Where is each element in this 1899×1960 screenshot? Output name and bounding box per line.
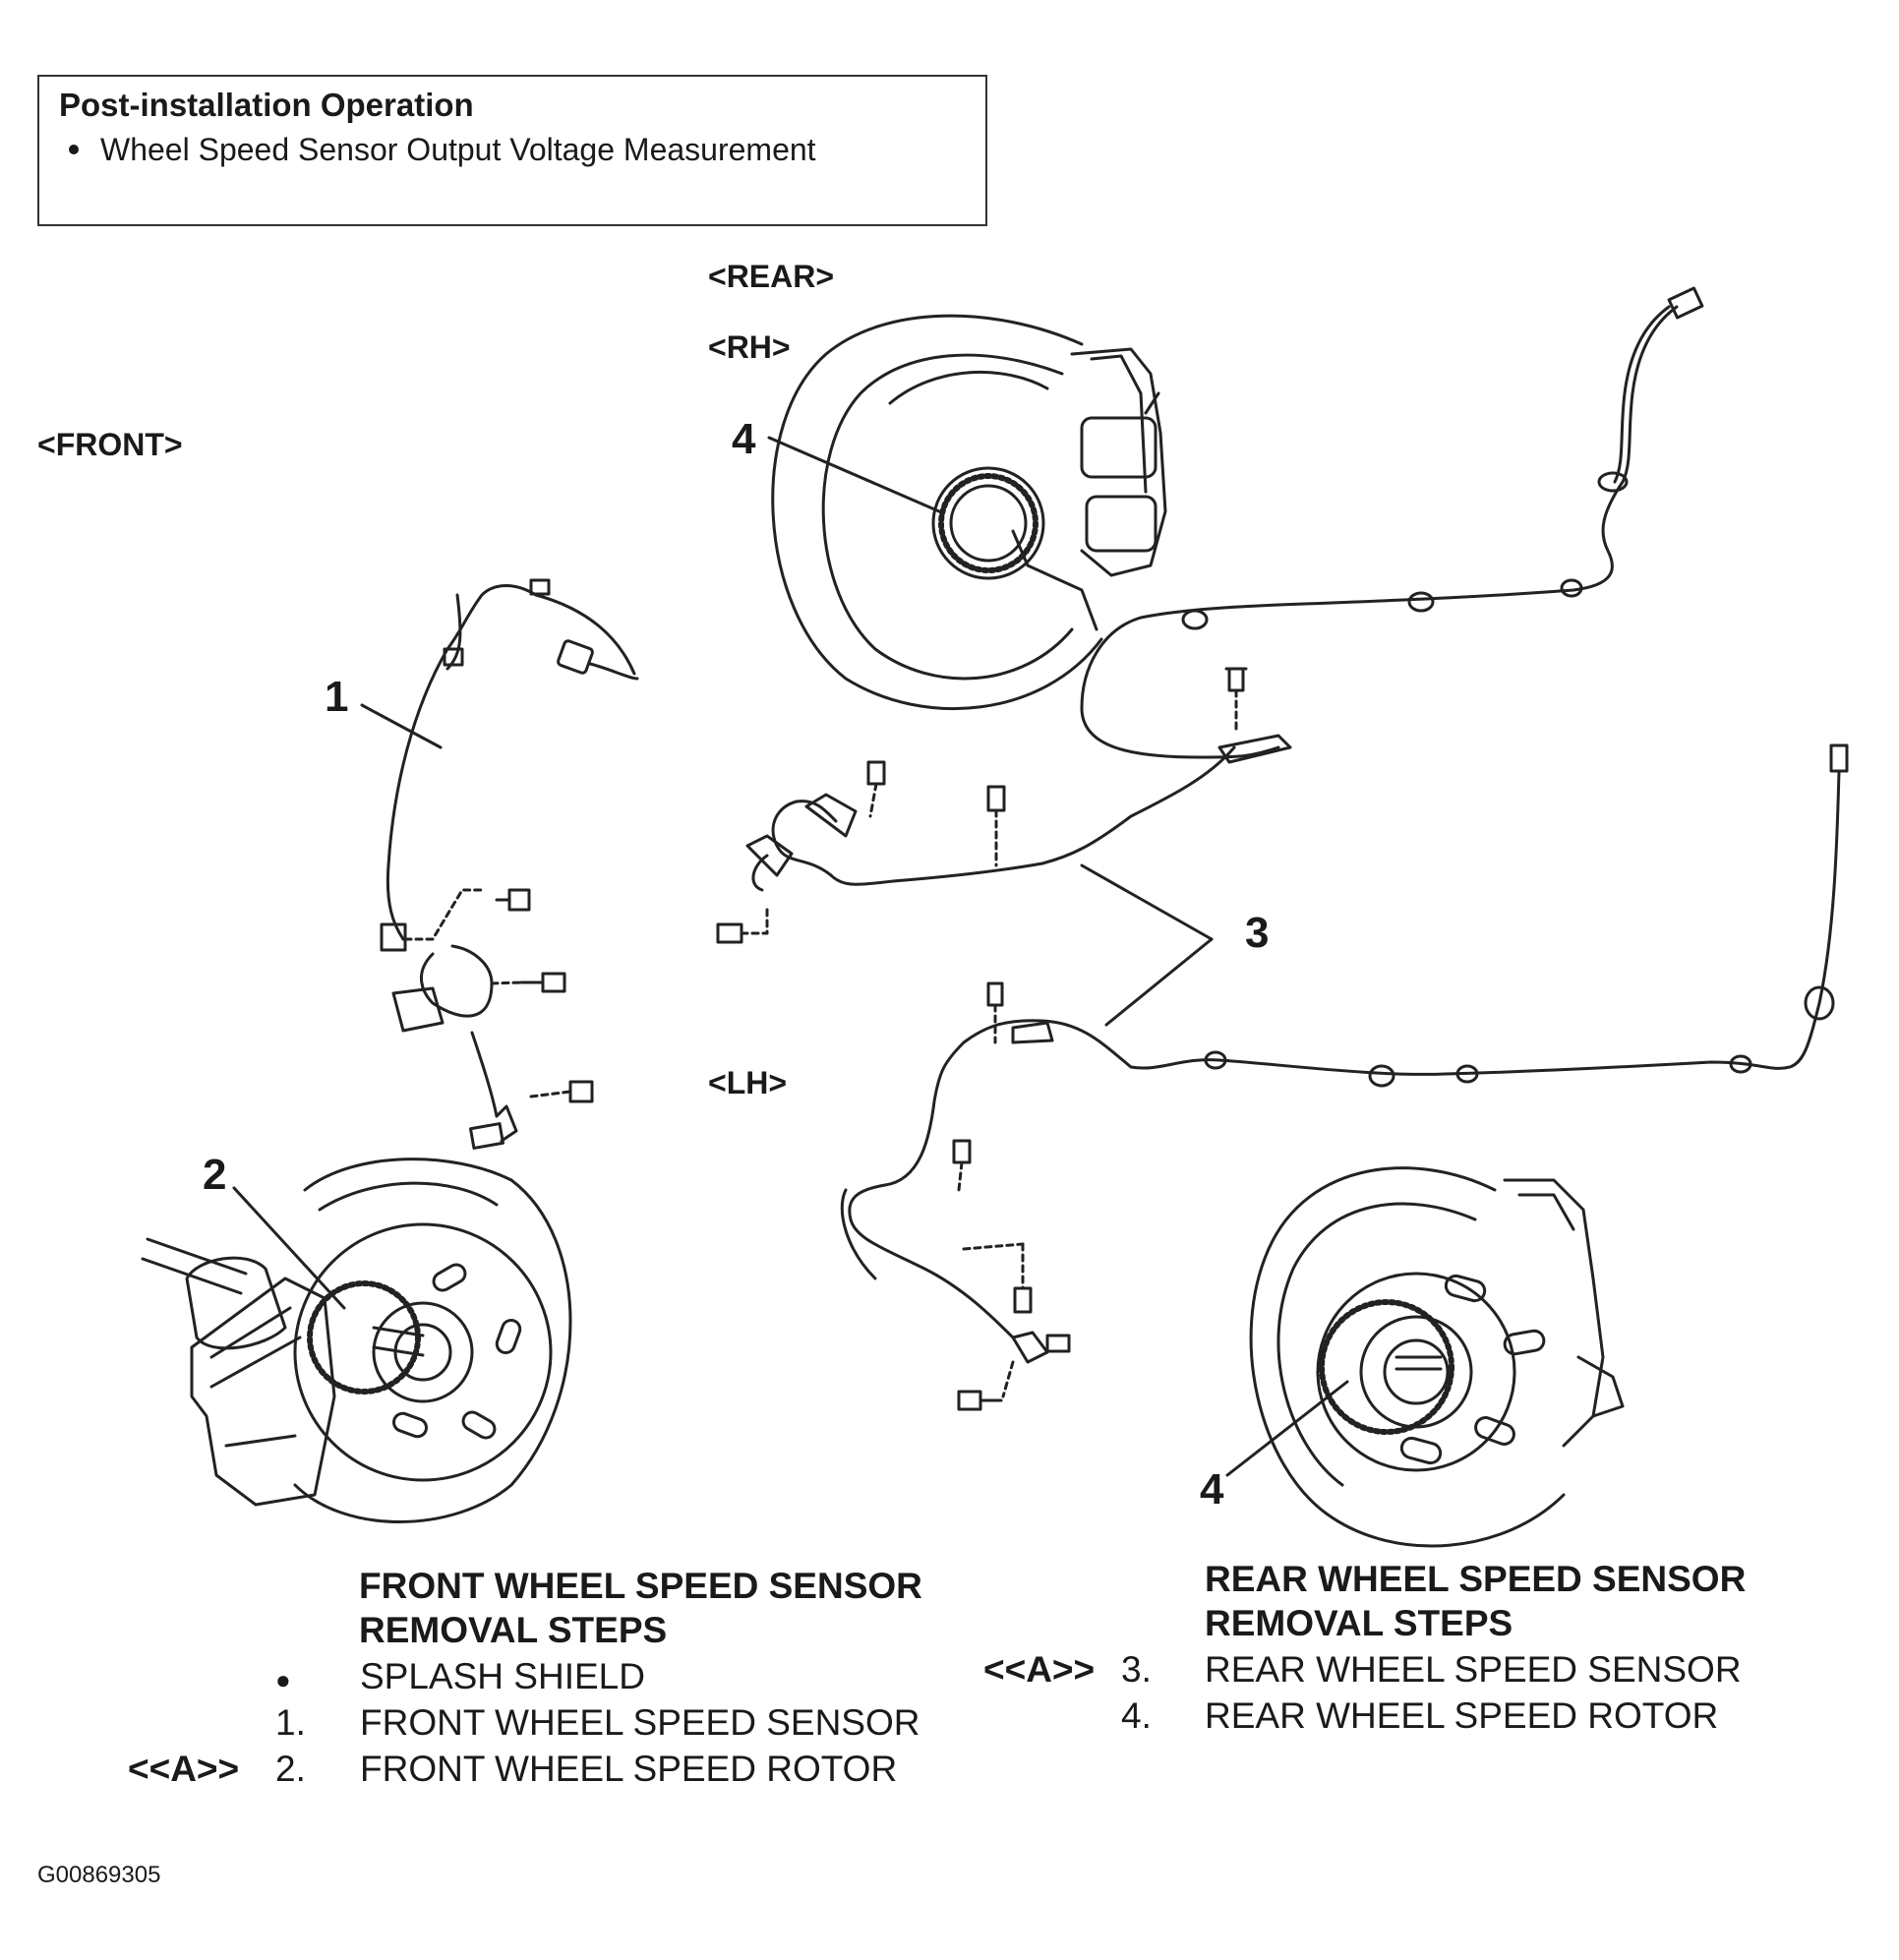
front-steps-title-line1: FRONT WHEEL SPEED SENSOR [359,1566,922,1606]
post-installation-item-text: Wheel Speed Sensor Output Voltage Measur… [100,132,816,167]
post-installation-box: Post-installation Operation Wheel Speed … [37,75,987,226]
rear-sensor-lh-harness [840,743,1849,1411]
rear-steps-title: REAR WHEEL SPEED SENSOR REMOVAL STEPS [1205,1557,1746,1645]
front-hub-assembly [141,1158,572,1523]
rear-step-row: 4. REAR WHEEL SPEED ROTOR [983,1693,1718,1738]
step-marker: <<A>> [128,1749,240,1789]
step-marker: <<A>> [983,1649,1096,1690]
step-number: 4. [1121,1695,1152,1736]
rear-lh-assembly [1249,1166,1625,1548]
rear-rotor-rh-outer [931,466,1045,580]
callout-3: 3 [1245,909,1270,957]
leader-line-3a [1080,863,1214,941]
bolt-icon [507,888,531,912]
front-step-row: ● SPLASH SHIELD [128,1654,645,1702]
callout-4-lh: 4 [1200,1465,1224,1514]
step-number: 3. [1121,1649,1152,1690]
step-text: FRONT WHEEL SPEED ROTOR [360,1749,898,1789]
step-number: 2. [275,1749,306,1789]
front-steps-title: FRONT WHEEL SPEED SENSOR REMOVAL STEPS [359,1564,922,1652]
bolt-icon [716,922,743,944]
callout-2: 2 [203,1151,227,1199]
front-step-row: <<A>> 2. FRONT WHEEL SPEED ROTOR [128,1747,897,1791]
view-label-front: <FRONT> [37,427,183,462]
rear-steps-title-line1: REAR WHEEL SPEED SENSOR [1205,1559,1747,1599]
step-text: REAR WHEEL SPEED ROTOR [1205,1695,1719,1736]
leader-line-3b [1104,937,1214,1027]
leader-line-4-lh [1225,1380,1349,1477]
bullet-icon [69,144,79,154]
rear-step-row: <<A>> 3. REAR WHEEL SPEED SENSOR [983,1647,1742,1692]
post-installation-item: Wheel Speed Sensor Output Voltage Measur… [59,132,966,168]
leader-line-2 [232,1186,346,1310]
step-number: ● [275,1665,291,1694]
view-label-rh: <RH> [708,329,791,365]
view-label-rear: <REAR> [708,259,835,294]
rear-sensor-rh-harness [716,286,1704,944]
front-sensor-harness [380,578,639,1150]
view-label-lh: <LH> [708,1065,788,1100]
figure-code: G00869305 [37,1862,161,1888]
front-step-row: 1. FRONT WHEEL SPEED SENSOR [128,1700,920,1745]
step-text: SPLASH SHIELD [360,1656,645,1696]
step-number: 1. [275,1702,306,1743]
leader-line-1 [360,703,443,749]
callout-1: 1 [325,673,349,721]
front-steps-title-line2: REMOVAL STEPS [359,1610,668,1650]
post-installation-title: Post-installation Operation [59,87,474,123]
step-text: FRONT WHEEL SPEED SENSOR [360,1702,920,1743]
rear-rh-assembly [771,314,1167,711]
callout-4-rh: 4 [732,415,756,463]
step-text: REAR WHEEL SPEED SENSOR [1205,1649,1742,1690]
rear-steps-title-line2: REMOVAL STEPS [1205,1603,1513,1643]
leader-line-4-rh [767,436,941,513]
